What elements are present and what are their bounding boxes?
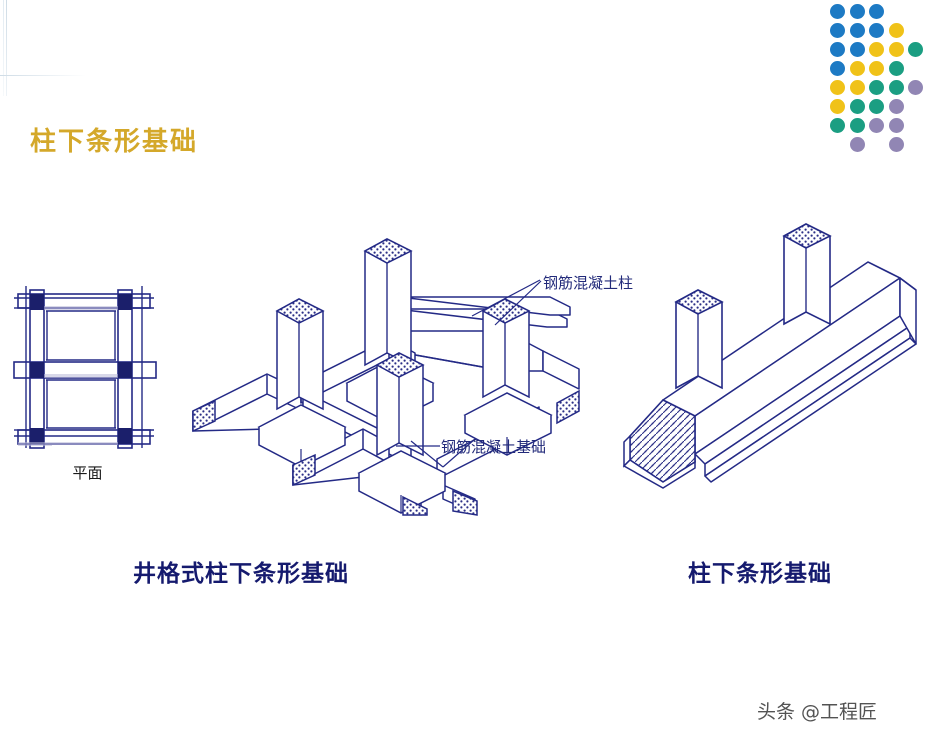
strip-foundation-isometric [600,210,929,510]
decor-dot [849,99,865,114]
decor-dot [908,80,924,95]
watermark: 头条 @工程匠 [757,701,878,723]
annotation-column-label: 钢筋混凝土柱 [543,274,634,292]
decor-dot [888,99,904,114]
guide-rule-vertical-outer [3,0,4,96]
column-node-bottom [357,352,447,514]
decor-dot [849,137,865,152]
decor-dot [869,80,885,95]
decor-dot [830,23,845,38]
leader-lines [410,280,542,468]
decor-dot [888,80,904,95]
plan-view-diagram [0,270,175,500]
decor-dot [888,61,904,76]
decor-dot [830,99,845,114]
leader-line-column [471,279,541,317]
decor-dot [830,80,845,95]
decorative-dot-matrix [825,0,929,160]
guide-rule-horizontal [0,75,86,76]
footing-body [662,261,917,483]
decor-dot [869,99,885,114]
footing-end-face [622,399,696,489]
page-title: 柱下条形基础 [30,127,199,157]
strip-column-left [674,289,724,390]
decor-dot [888,42,904,57]
leader-line-foundation [396,445,440,447]
beam-end-faces [192,389,580,516]
column-node-right [463,298,553,456]
decor-dot [849,4,865,19]
plan-shading [18,306,118,446]
decor-dot [849,23,865,38]
decor-dot [869,23,885,38]
decor-dot [830,4,845,19]
guide-rule-vertical [6,0,7,96]
annotation-foundation-label: 钢筋混凝土基础 [441,438,547,456]
decor-dot [830,42,845,57]
strip-foundation-caption: 柱下条形基础 [688,561,832,587]
grid-strip-foundation-isometric [175,215,595,516]
decor-dot [849,118,865,133]
decor-dot [849,61,865,76]
decor-dot [869,42,885,57]
decor-dot [830,61,845,76]
decor-dot [830,118,845,133]
plan-column-nodes [30,294,132,444]
decor-dot [888,23,904,38]
decor-dot [908,42,924,57]
decor-dot [869,4,885,19]
decor-dot [849,80,865,95]
decor-dot [869,61,885,76]
decor-dot [849,42,865,57]
strip-column-right [782,223,832,326]
decor-dot [869,118,885,133]
decor-dot [888,118,904,133]
plan-caption: 平面 [72,464,103,482]
grid-foundation-caption: 井格式柱下条形基础 [133,561,349,587]
decor-dot [888,137,904,152]
column-node-left [257,298,347,468]
